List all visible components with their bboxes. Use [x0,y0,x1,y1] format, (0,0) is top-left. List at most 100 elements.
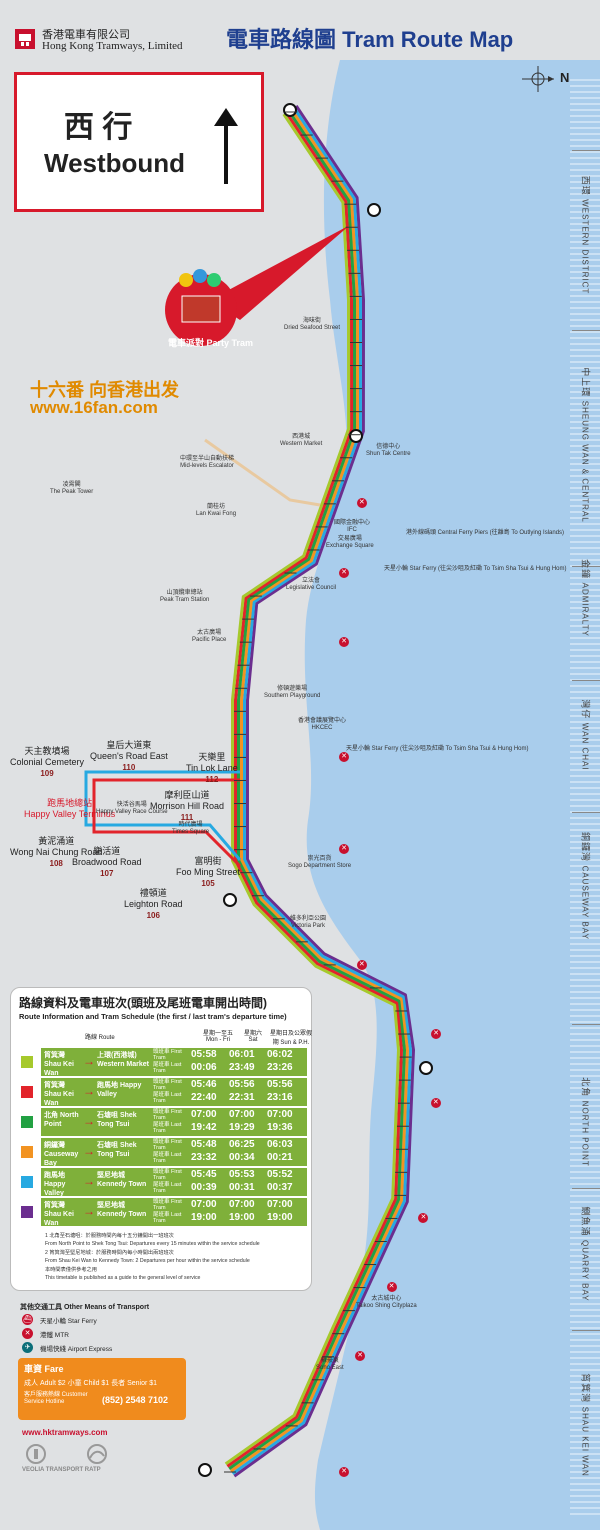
district-cn: 銅鑼灣 [580,832,591,866]
first-time: 05:45 [191,1169,217,1180]
landmark-cn: 香港會議展覽中心 [298,718,347,724]
landmark-cn: 西港城 [292,434,311,440]
first-time: 05:56 [229,1079,255,1090]
col-mon: 星期一至五 Mon - Fri [202,1031,233,1043]
landmark-cn: 山頂纜車總站 [166,590,203,596]
fare-line: 成人 Adult $2 小童 Child $1 長者 Senior $1 [24,1380,158,1387]
first-time: 05:56 [267,1079,293,1090]
hv-stop-code: 107 [100,869,114,878]
first-time: 07:00 [267,1199,293,1210]
route-line [226,111,403,1468]
district-label: 灣仔 WAN CHAI [580,699,593,770]
stop-label: ✕ [428,1028,442,1039]
district-en: SHAU KEI WAN [580,1406,590,1477]
hv-stop-en: Leighton Road [124,899,183,909]
veolia-logo-icon [26,1444,46,1469]
legend-label: 港鐵 MTR [40,1332,69,1339]
landmark-en: Times Square [172,829,210,835]
district-divider [572,330,600,331]
schedule-header: 路線 Route 星期一至五 Mon - Fri 星期六 Sat 星期日及公眾假… [63,1028,312,1046]
mtr-icon: ✕ [339,844,349,855]
route-arrow-icon: → [83,1054,95,1068]
last-tram-label: 尾班車 Last Tram [153,1092,182,1104]
hv-stop-en: Queen's Road East [90,751,168,761]
ferry-note-wanchai: 天星小輪 Star Ferry (往尖沙咀及紅磡 To Tsim Sha Tsu… [346,746,529,752]
ferry-note-tst: 天星小輪 Star Ferry (往尖沙咀及紅磡 To Tsim Sha Tsu… [384,566,567,572]
mtr-icon: ✕ [339,1466,349,1477]
last-time: 19:00 [267,1212,293,1223]
first-tram-label: 頭班車 First Tram [153,1139,182,1151]
route-from: 筲箕灣 Shau Kei Wan [44,1082,74,1107]
last-time: 22:31 [229,1092,255,1103]
party-tram-label: 電車派對 Party Tram [168,338,254,348]
hv-stop-cn: 天樂里 [198,752,226,762]
last-time: 00:34 [229,1152,255,1163]
hv-stop-cn: 皇后大道東 [106,740,152,750]
landmark-cn: 凌霄閣 [62,482,81,488]
last-time: 23:26 [267,1062,293,1073]
stop-label: ✕ [415,1212,429,1224]
stop-label: ✕ [336,567,349,578]
hv-stop-code: 106 [146,911,160,920]
hv-loop-line-red [92,778,242,868]
first-time: 07:00 [191,1109,217,1120]
route-arrow-icon: → [83,1084,95,1098]
hv-stop-cn: 樂活道 [93,846,121,856]
landmark-cn: 時代廣場 [178,822,203,828]
district-cn: 灣仔 [580,699,591,723]
first-tram-label: 頭班車 First Tram [153,1169,182,1181]
first-time: 06:02 [267,1049,293,1060]
district-cn: 金鐘 [580,559,591,583]
hv-stop-code: 108 [49,859,63,868]
first-time: 07:00 [267,1109,293,1120]
party-tram-pointer [210,225,350,320]
district-en: WESTERN DISTRICT [580,199,590,295]
hv-stop-en: Morrison Hill Road [150,801,225,811]
landmark-cn: 信德中心 [376,444,401,450]
hv-stop-cn: 天主教墳場 [24,746,70,756]
stop-label: ✕ [336,844,349,855]
route-color-swatch [21,1056,33,1068]
district-en: QUARRY BAY [580,1239,590,1302]
first-tram-label: 頭班車 First Tram [153,1109,182,1121]
district-label: 西環 WESTERN DISTRICT [580,176,593,295]
district-en: SHEUNG WAN & CENTRAL [580,400,590,523]
landmark-cn: 快活谷馬場 [116,802,147,808]
mtr-icon: ✕ [430,1097,441,1108]
last-tram-label: 尾班車 Last Tram [153,1212,182,1224]
route-from: 銅鑼灣 Causeway Bay [44,1142,79,1167]
company-name-en: Hong Kong Tramways, Limited [42,40,183,52]
landmark-en: Pacific Place [192,637,227,643]
escalator-line [204,438,321,507]
direction-en: Westbound [44,148,186,178]
last-time: 00:21 [267,1152,293,1163]
first-tram-label: 頭班車 First Tram [153,1199,182,1211]
last-time: 19:36 [267,1122,293,1133]
col-sat: 星期六 Sat [243,1031,262,1043]
company-logo [14,28,36,55]
landmark-en: Mid-levels Escalator [180,463,234,469]
direction-box [14,72,264,212]
mtr-icon: ✕ [339,752,349,763]
first-time: 05:48 [191,1139,217,1150]
route-arrow-icon: → [83,1174,95,1188]
hv-stop-cn: 禮頓道 [139,888,167,898]
stop-label: ✕ [336,1466,349,1477]
last-time: 23:16 [267,1092,293,1103]
schedule-note: From North Point to Shek Tong Tsui: Depa… [45,1240,260,1247]
route-arrow-icon: → [83,1144,95,1158]
watermark-cn: 十六番 向香港出发 [30,380,180,400]
mtr-icon: ✕ [22,1328,33,1339]
hv-stop-en: Foo Ming Street [176,867,241,877]
